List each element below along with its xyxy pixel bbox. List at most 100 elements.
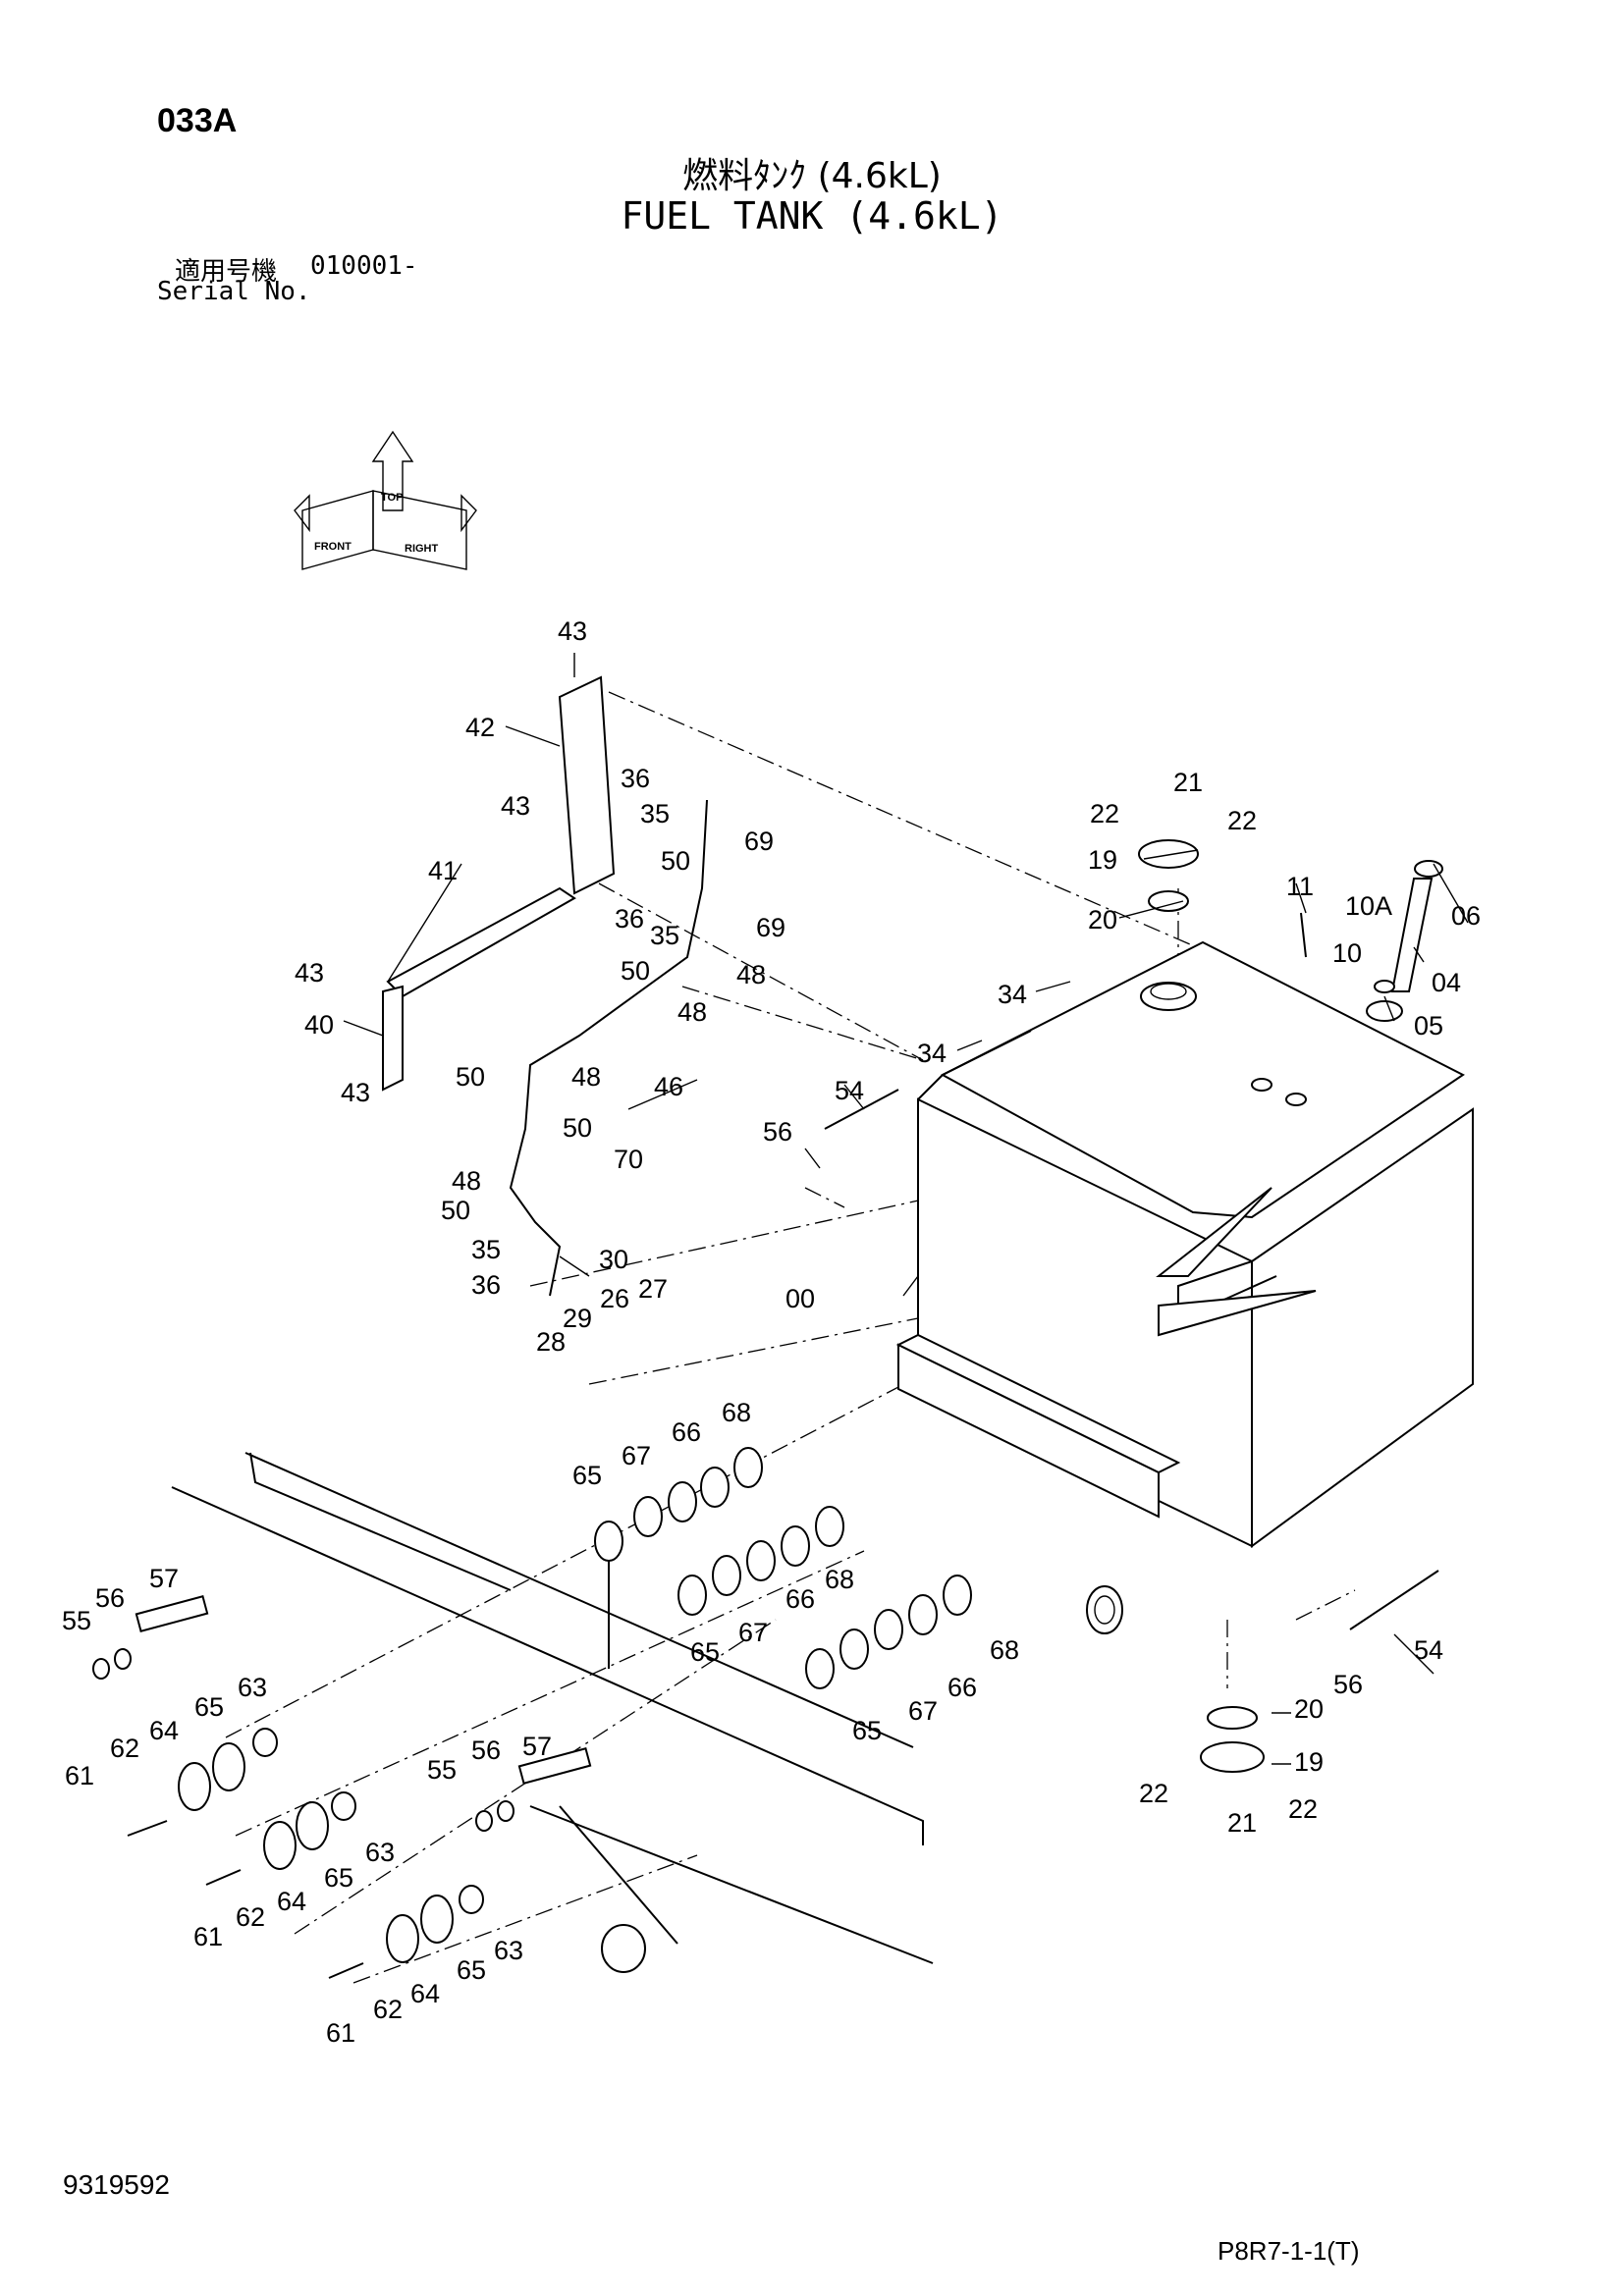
callout-61: 61 [193,1922,223,1951]
title-english: FUEL TANK (4.6kL) [621,194,1003,238]
callout-10a: 10A [1345,891,1392,921]
callout-41: 41 [428,856,458,885]
mount-parts [92,1595,592,1979]
callout-65: 65 [690,1637,720,1667]
filler-parts [1300,860,1443,993]
callout-34: 34 [917,1039,947,1068]
bolt-54-upper [824,1089,899,1130]
callout-56: 56 [95,1583,125,1613]
callout-64: 64 [149,1716,179,1745]
callout-48: 48 [677,997,707,1027]
callout-54: 54 [1414,1635,1443,1665]
document-number: 9319592 [63,2169,171,2200]
callout-65: 65 [324,1863,353,1893]
callout-29: 29 [563,1304,592,1333]
serial-label-japanese: 適用号機 [175,257,278,287]
callout-43: 43 [295,958,324,988]
assembly-lines [225,691,1356,1984]
callout-66: 66 [672,1417,701,1447]
callout-35: 35 [471,1235,501,1264]
callout-56: 56 [1333,1670,1363,1699]
callout-68: 68 [990,1635,1019,1665]
callout-04: 04 [1432,968,1461,997]
callout-36: 36 [621,764,650,793]
callout-57: 57 [522,1732,552,1761]
callout-35: 35 [640,799,670,828]
callout-61: 61 [326,2018,355,2048]
callout-65: 65 [572,1461,602,1490]
callout-42: 42 [465,713,495,742]
callout-43: 43 [341,1078,370,1107]
callout-65: 65 [457,1955,486,1985]
callout-28: 28 [536,1327,566,1357]
callout-36: 36 [471,1270,501,1300]
callout-69: 69 [744,827,774,856]
callout-48: 48 [571,1062,601,1092]
callout-22: 22 [1227,806,1257,835]
callout-55: 55 [427,1755,457,1785]
callout-54: 54 [835,1076,864,1105]
callout-11: 11 [1286,872,1314,901]
orientation-label-right: RIGHT [405,543,439,555]
callout-69: 69 [756,913,785,942]
callout-57: 57 [149,1564,179,1593]
bolt-54-lower [1349,1570,1439,1630]
callout-20: 20 [1088,905,1117,934]
callout-67: 67 [622,1441,651,1470]
callout-19: 19 [1294,1747,1324,1777]
callout-64: 64 [277,1887,306,1916]
callout-66: 66 [785,1584,815,1614]
callout-68: 68 [722,1398,751,1427]
callout-22: 22 [1288,1794,1318,1824]
callout-22: 22 [1139,1779,1168,1808]
callout-62: 62 [110,1734,139,1763]
callout-62: 62 [373,1995,403,2024]
callout-43: 43 [501,791,530,821]
callout-35: 35 [650,921,679,950]
callout-63: 63 [494,1936,523,1965]
callout-56: 56 [763,1117,792,1147]
orientation-label-top: TOP [381,492,403,504]
title-japanese: 燃料ﾀﾝｸ (4.6kL) [682,156,942,196]
callout-50: 50 [441,1196,470,1225]
callout-63: 63 [365,1838,395,1867]
callout-19: 19 [1088,845,1117,875]
callout-70: 70 [614,1145,643,1174]
page-code: 033A [157,102,238,139]
callout-50: 50 [456,1062,485,1092]
fuel-tank-body [895,940,1474,1634]
leader-lines [343,653,1469,1765]
chassis-frame [171,1452,934,1973]
callout-65: 65 [852,1716,882,1745]
callout-34: 34 [998,980,1027,1009]
callout-56: 56 [471,1735,501,1765]
callout-67: 67 [908,1696,938,1726]
callout-40: 40 [304,1010,334,1040]
callout-61: 61 [65,1761,94,1790]
cable-46 [509,799,708,1297]
serial-number: 010001- [310,251,418,281]
callout-48: 48 [452,1166,481,1196]
callout-67: 67 [738,1618,768,1647]
callout-48: 48 [736,960,766,989]
callout-05: 05 [1414,1011,1443,1041]
orientation-cube-icon: FRONT TOP RIGHT [294,430,477,570]
covers [1138,839,1265,1773]
callout-68: 68 [825,1565,854,1594]
callout-46: 46 [654,1072,683,1101]
callout-21: 21 [1173,768,1203,797]
callout-50: 50 [621,956,650,986]
washers [594,1447,972,1689]
callout-55: 55 [62,1606,91,1635]
callout-27: 27 [638,1274,668,1304]
callout-62: 62 [236,1902,265,1932]
callout-66: 66 [947,1673,977,1702]
callout-06: 06 [1451,901,1481,931]
page-reference: P8R7-1-1(T) [1218,2236,1360,2266]
callout-20: 20 [1294,1694,1324,1724]
callout-30: 30 [599,1245,628,1274]
serial-label-english: Serial No. [157,277,311,306]
callout-10: 10 [1332,938,1362,968]
orientation-label-front: FRONT [314,541,352,553]
